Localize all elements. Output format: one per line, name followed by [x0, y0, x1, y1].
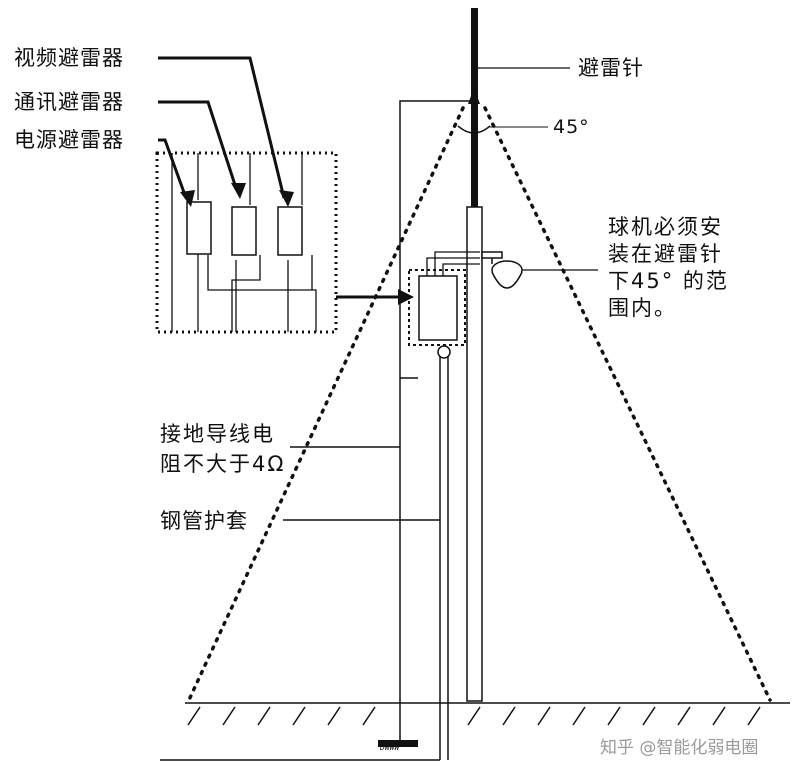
arrester-wiring — [171, 153, 317, 332]
arrow-icon — [279, 190, 294, 207]
note-line: 围内。 — [608, 296, 677, 320]
video-arrester-label: 视频避雷器 — [14, 46, 124, 70]
angle-label: 45° — [553, 116, 590, 138]
arrow-icon — [231, 183, 246, 199]
pole-control-box — [418, 275, 458, 341]
steel-sleeve-pipe — [160, 355, 449, 761]
ground-electrode — [378, 740, 418, 747]
protection-cone — [186, 106, 772, 704]
watermark: 知乎 @智能化弱电圈 — [600, 738, 759, 758]
lightning-rod-label: 避雷针 — [578, 56, 644, 80]
arrow-icon — [468, 88, 480, 104]
note-line: 球机必须安 — [608, 215, 723, 239]
note-line: 装在避雷针 — [608, 242, 723, 266]
ground-wire-label: 接地导线电 阻不大于4Ω — [160, 419, 285, 479]
video-arrester-module — [277, 206, 303, 256]
lightning-rod — [471, 8, 478, 208]
steel-sleeve-label: 钢管护套 — [160, 509, 248, 533]
power-arrester-label: 电源避雷器 — [14, 128, 124, 152]
note-line: 下45° 的范 — [608, 269, 729, 293]
angle-arc — [457, 125, 491, 134]
camera-placement-note: 球机必须安 装在避雷针 下45° 的范 围内。 — [608, 214, 729, 322]
ground-wire — [290, 100, 470, 746]
label-leaders — [158, 56, 400, 299]
ground-symbol-text: DWWW — [379, 743, 400, 752]
power-arrester-module — [186, 201, 212, 255]
camera-pole — [466, 206, 483, 702]
dome-camera — [481, 251, 598, 289]
ground-wire-label-line: 接地导线电 — [160, 422, 275, 446]
arrow-icon — [398, 289, 414, 305]
arrow-icon — [180, 190, 195, 207]
comm-arrester-module — [231, 206, 257, 256]
ground-surface — [185, 702, 790, 726]
pole-enclosure-outline — [408, 269, 466, 346]
ground-wire-label-line: 阻不大于4Ω — [160, 452, 286, 476]
comm-arrester-label: 通讯避雷器 — [14, 90, 124, 114]
